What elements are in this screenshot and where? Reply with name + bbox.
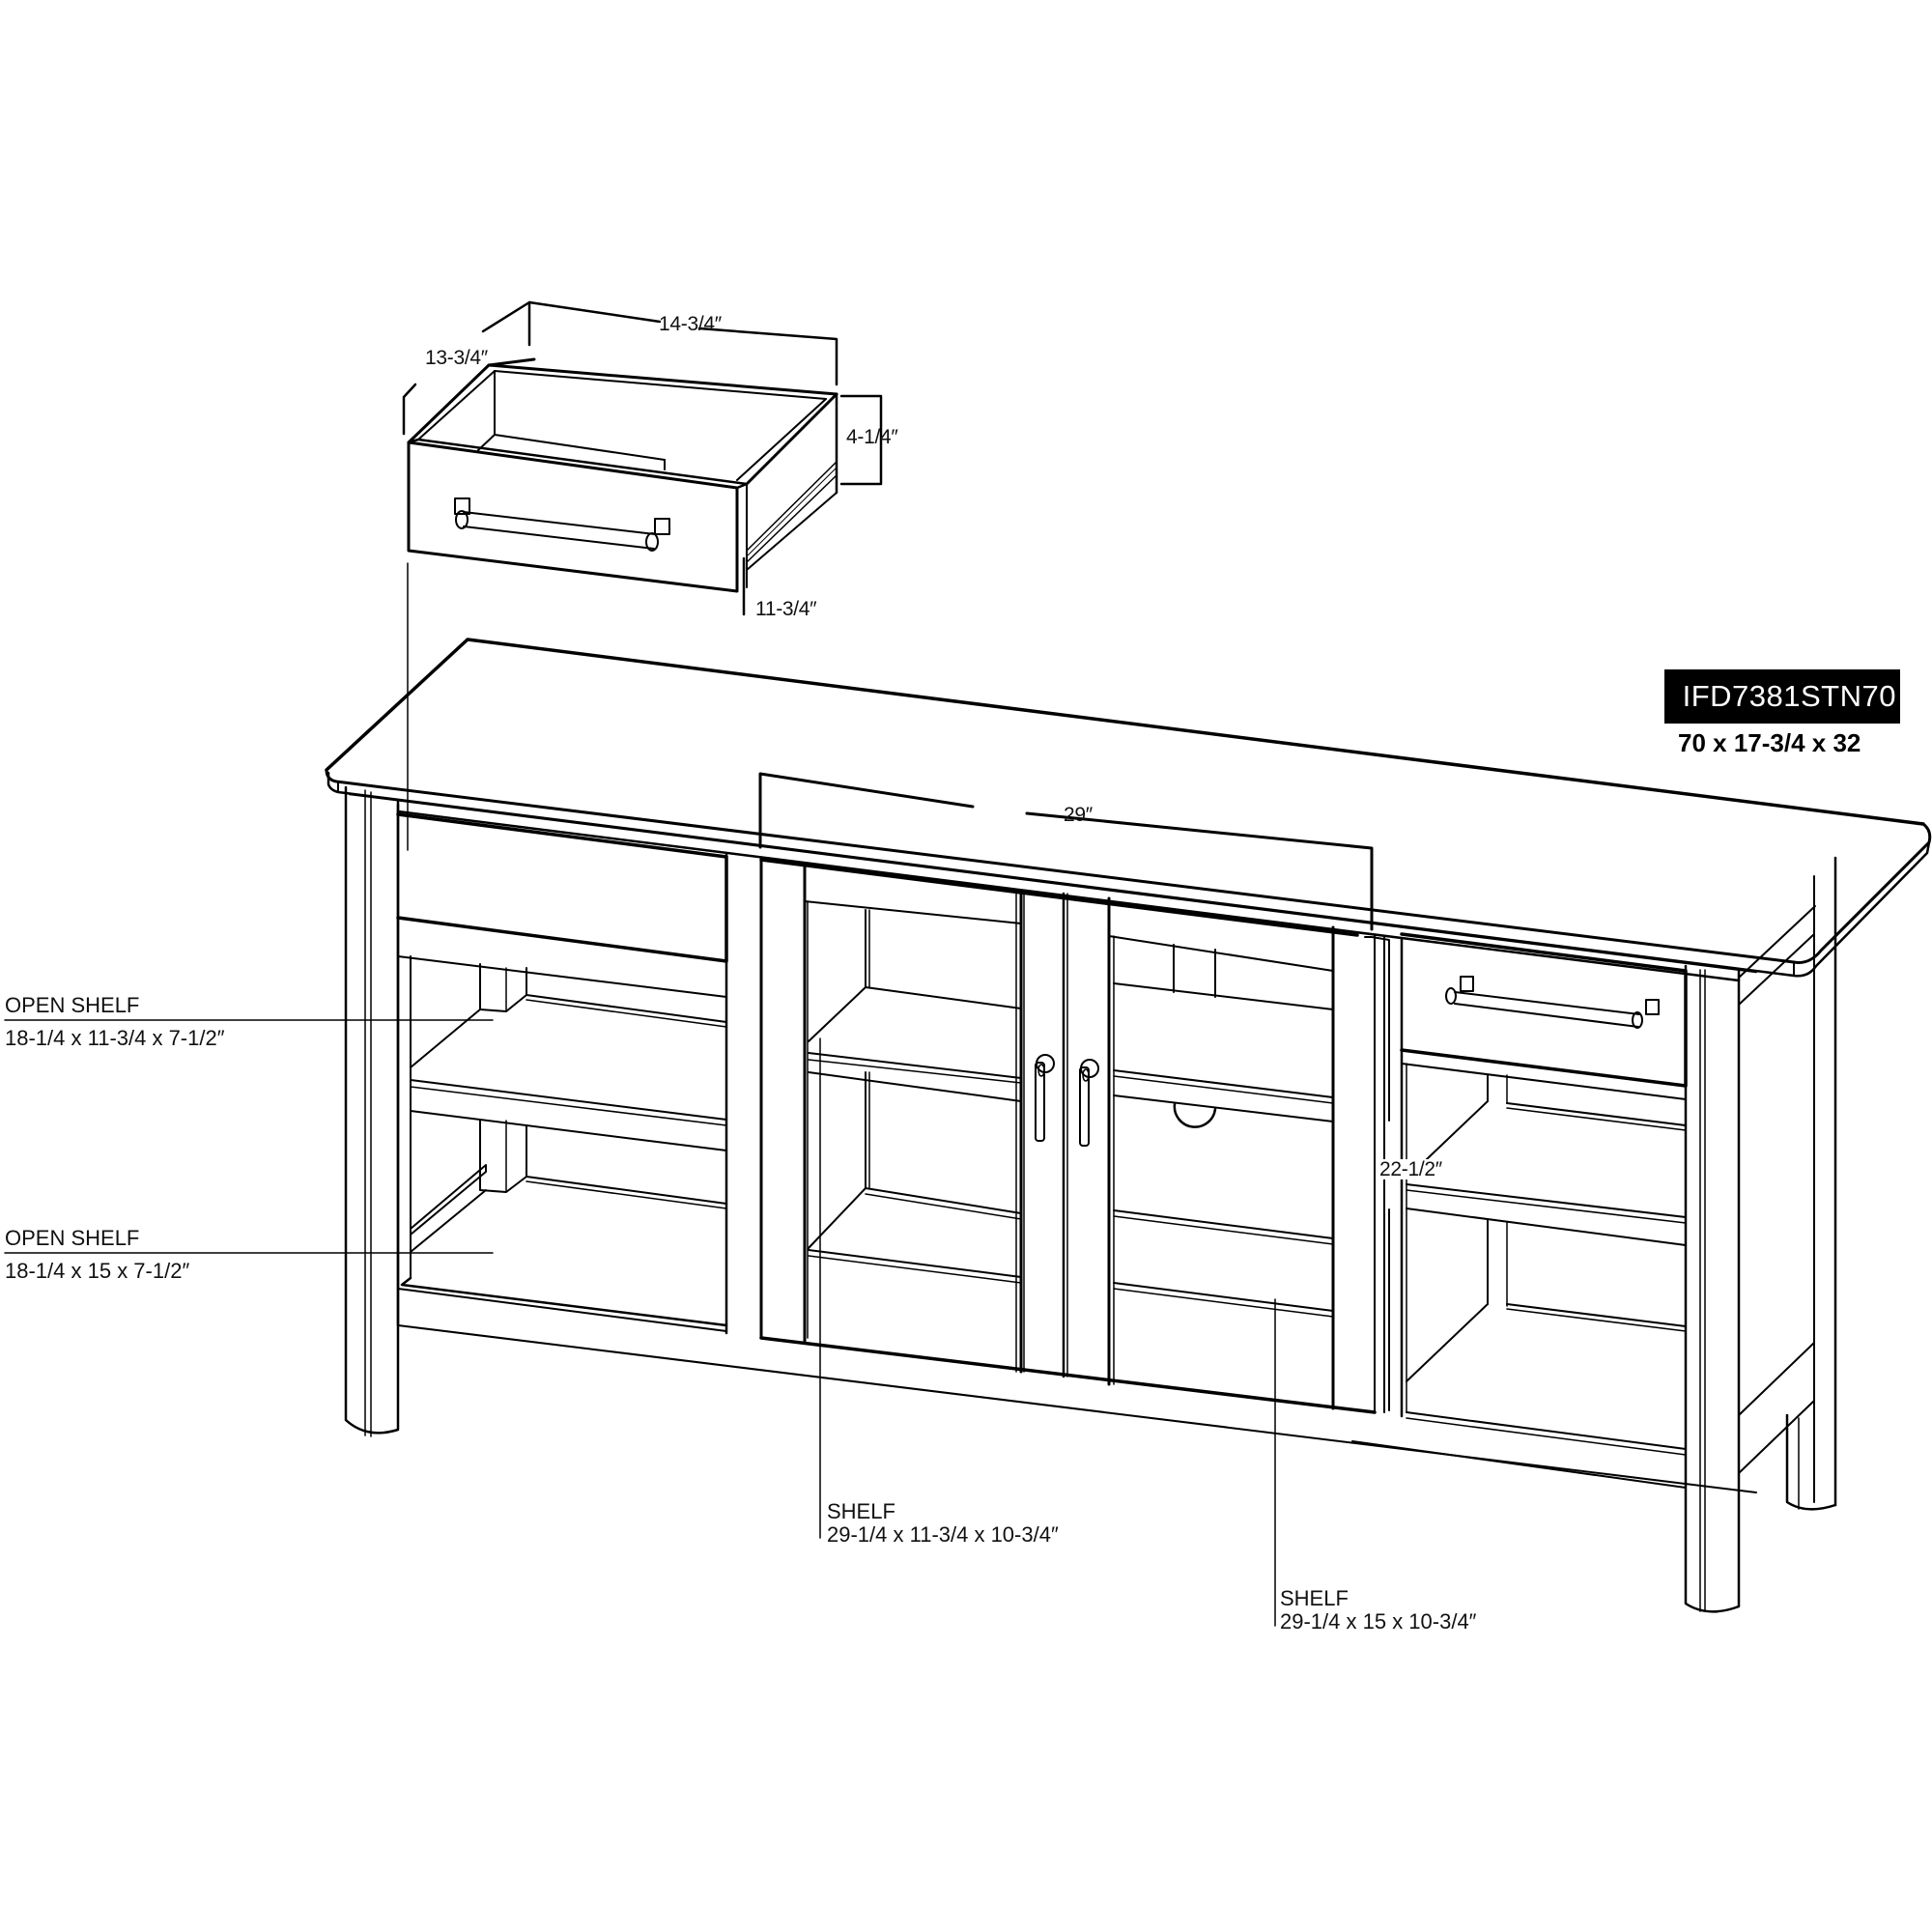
- drawer-height-label: 4-1/4″: [846, 426, 898, 448]
- drawer-width-label: 14-3/4″: [659, 313, 722, 335]
- model-number: IFD7381STN70: [1682, 679, 1896, 713]
- cabinet-dimension-lines: [5, 774, 1389, 1626]
- drawer-interior-depth-label: 11-3/4″: [755, 598, 817, 620]
- glass-doors: [761, 860, 1375, 1412]
- callout-title: SHELF: [827, 1499, 895, 1523]
- model-number-badge: IFD7381STN70: [1664, 669, 1900, 724]
- right-drawer-handle-icon: [1446, 977, 1659, 1028]
- overall-dimensions: 70 x 17-3/4 x 32: [1678, 728, 1861, 757]
- callout-title: SHELF: [1280, 1586, 1349, 1610]
- callout-open-shelf-upper: OPEN SHELF 18-1/4 x 11-3/4 x 7-1/2″: [5, 995, 225, 1049]
- callout-dims: 18-1/4 x 15 x 7-1/2″: [5, 1259, 190, 1283]
- drawer-handle-icon: [455, 498, 669, 551]
- cabinet-body: [327, 639, 1930, 1611]
- callout-open-shelf-lower: OPEN SHELF 18-1/4 x 15 x 7-1/2″: [5, 1228, 189, 1282]
- drawer-illustration: [409, 359, 837, 591]
- drawer-dimension-lines: [404, 302, 881, 850]
- callout-title: OPEN SHELF: [5, 993, 140, 1017]
- drawer-depth-label: 13-3/4″: [425, 347, 488, 369]
- callout-dims: 29-1/4 x 15 x 10-3/4″: [1280, 1609, 1477, 1634]
- callout-shelf-lower: SHELF 29-1/4 x 15 x 10-3/4″: [1280, 1588, 1476, 1633]
- callout-dims: 18-1/4 x 11-3/4 x 7-1/2″: [5, 1026, 225, 1050]
- callout-title: OPEN SHELF: [5, 1226, 140, 1250]
- callout-dims: 29-1/4 x 11-3/4 x 10-3/4″: [827, 1522, 1059, 1547]
- interior-height-label: 22-1/2″: [1379, 1158, 1442, 1180]
- door-pull-left-icon: [1036, 1055, 1054, 1141]
- door-pull-right-icon: [1080, 1060, 1098, 1146]
- callout-shelf-upper: SHELF 29-1/4 x 11-3/4 x 10-3/4″: [827, 1501, 1059, 1546]
- door-opening-width-label: 29″: [1064, 804, 1093, 826]
